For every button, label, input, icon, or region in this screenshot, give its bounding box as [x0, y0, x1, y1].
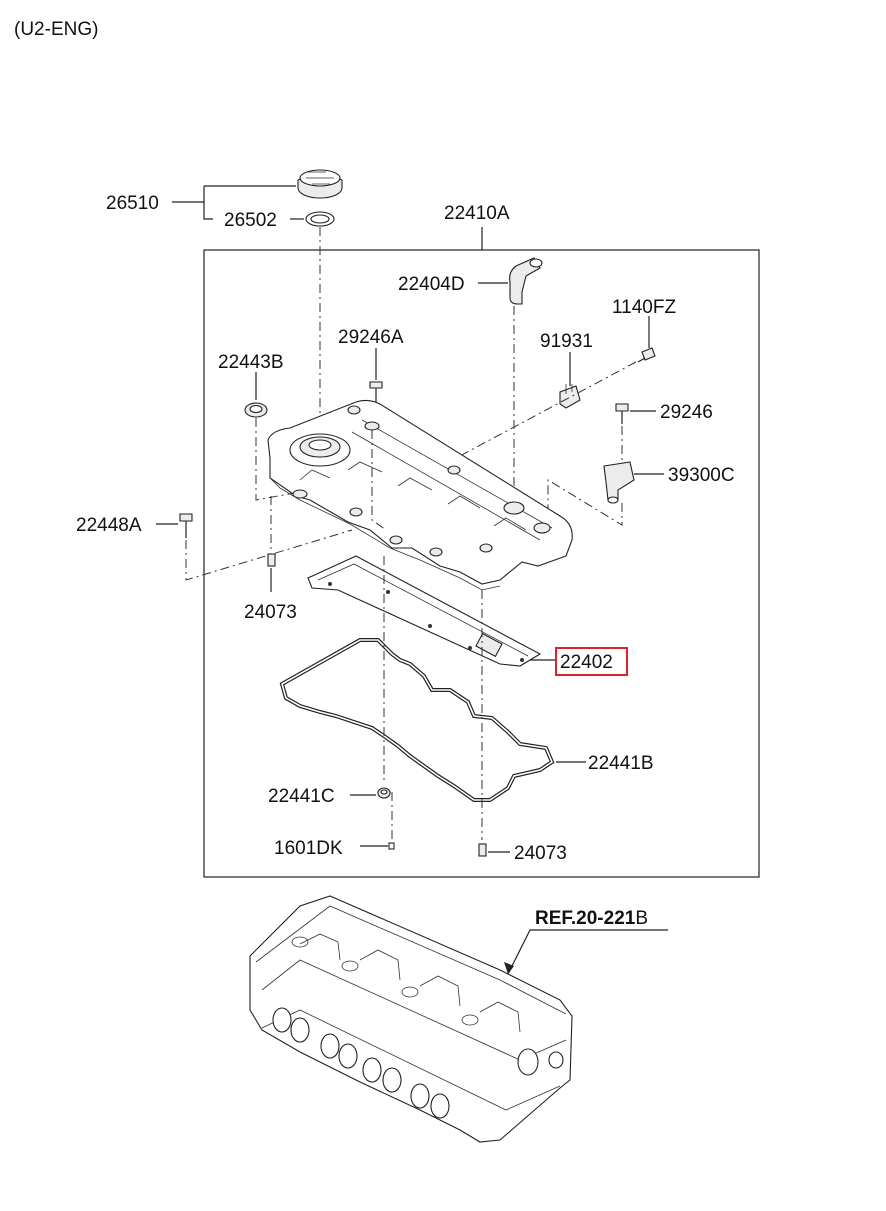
bolt-22448a[interactable]: [179, 513, 193, 538]
dowel-24073-top[interactable]: [267, 553, 276, 567]
label-91931: 91931: [540, 331, 593, 352]
valve-cover[interactable]: [267, 399, 573, 591]
ref-code: REF.20-221: [535, 908, 636, 929]
label-26510: 26510: [106, 193, 159, 214]
cover-gasket[interactable]: [279, 638, 555, 802]
bolt-22448a-axis: [185, 529, 353, 581]
cover-bolt-axis: [371, 430, 387, 531]
label-22441C: 22441C: [268, 786, 335, 807]
bolt-29246[interactable]: [615, 403, 629, 424]
camshaft-sensor[interactable]: [603, 461, 635, 504]
label-26502: 26502: [224, 210, 277, 231]
label-reference[interactable]: REF.20-221B: [535, 908, 648, 929]
plug-seal-22441c[interactable]: [377, 787, 391, 799]
highlight-box-22402: [555, 647, 628, 676]
engine-code-title: (U2-ENG): [14, 19, 98, 40]
label-22410A: 22410A: [444, 203, 510, 224]
label-24073-top: 24073: [244, 602, 297, 623]
bracket-axis-line: [455, 361, 637, 459]
label-1140FZ: 1140FZ: [612, 297, 676, 318]
label-22443B: 22443B: [218, 352, 284, 373]
leader-26510: [172, 185, 296, 220]
bracket-91931[interactable]: [559, 384, 581, 409]
cylinder-head[interactable]: [249, 895, 573, 1143]
label-1601DK: 1601DK: [274, 838, 343, 859]
label-29246A: 29246A: [338, 327, 404, 348]
bolt-1140fz[interactable]: [637, 347, 656, 363]
label-22402[interactable]: 22402: [560, 652, 613, 673]
dowel-24073-bottom[interactable]: [478, 843, 487, 857]
sensor-axis-line: [547, 426, 623, 526]
seal-22443b[interactable]: [244, 402, 268, 418]
label-39300C: 39300C: [668, 465, 735, 486]
pcv-fitting[interactable]: [509, 257, 543, 305]
seal-axis-line: [255, 418, 301, 501]
label-24073-bottom: 24073: [514, 843, 567, 864]
part-1601dk[interactable]: [388, 842, 395, 850]
baffle-plate[interactable]: [307, 555, 542, 667]
label-22441B: 22441B: [588, 753, 654, 774]
label-22448A: 22448A: [76, 515, 142, 536]
label-29246: 29246: [660, 402, 713, 423]
cap-gasket[interactable]: [305, 211, 335, 227]
oil-filler-cap[interactable]: [297, 169, 343, 199]
ref-suffix: B: [635, 908, 648, 929]
ref-arrow: [504, 962, 514, 974]
label-22404D: 22404D: [398, 274, 465, 295]
